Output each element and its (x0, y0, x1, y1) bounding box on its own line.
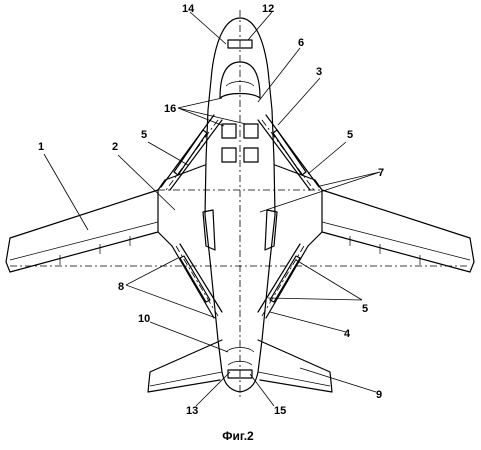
unit-box (243, 147, 259, 163)
label-5-right: 5 (347, 129, 353, 141)
unit-box (221, 123, 237, 139)
label-13: 13 (186, 405, 198, 417)
axes (10, 10, 470, 400)
unit-box (243, 123, 259, 139)
label-5-left: 5 (141, 129, 147, 141)
leader-lines (43, 11, 381, 407)
number-labels: 1 2 3 4 5 5 5 6 7 8 9 10 12 14 13 15 16 (38, 3, 384, 417)
label-15: 15 (274, 405, 286, 417)
struts (160, 114, 320, 319)
label-3: 3 (316, 66, 322, 78)
label-16: 16 (164, 103, 176, 115)
right-intake (264, 209, 278, 251)
label-7: 7 (378, 167, 384, 179)
label-5-lower: 5 (362, 303, 368, 315)
left-intake (202, 209, 216, 251)
label-8: 8 (118, 281, 124, 293)
unit-box (221, 147, 237, 163)
label-12: 12 (262, 3, 274, 15)
tailplane (147, 339, 333, 393)
label-6: 6 (298, 37, 304, 49)
label-4: 4 (344, 328, 351, 340)
label-9: 9 (376, 389, 382, 401)
canopy (219, 61, 261, 99)
label-1: 1 (38, 141, 44, 153)
left-wing (5, 189, 159, 273)
right-wing (321, 189, 475, 273)
label-2: 2 (112, 141, 118, 153)
center-section (157, 164, 323, 247)
label-14: 14 (182, 3, 195, 15)
figure-caption: Фиг.2 (222, 429, 254, 443)
label-10: 10 (138, 313, 150, 325)
